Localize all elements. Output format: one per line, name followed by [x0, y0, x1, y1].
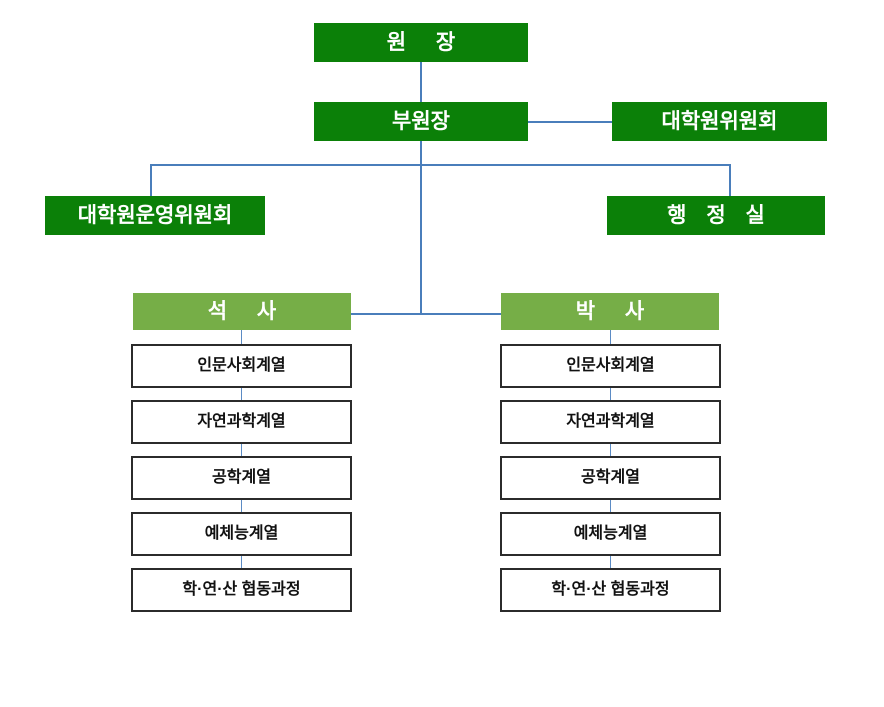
doctoral-program-box: 예체능계열: [500, 512, 721, 556]
doctoral-program-box: 자연과학계열: [500, 400, 721, 444]
connector-dean-to-vicedean: [420, 62, 422, 102]
doctoral-program-box: 인문사회계열: [500, 344, 721, 388]
node-masters: 석 사: [133, 293, 351, 330]
node-dean: 원 장: [314, 23, 528, 62]
masters-program-box: 자연과학계열: [131, 400, 352, 444]
node-doctoral: 박 사: [501, 293, 719, 330]
connector-vicedean-trunk: [420, 141, 422, 314]
connector-doctoral-program-4-5: [610, 556, 611, 568]
connector-bus-degrees: [351, 313, 501, 315]
masters-program-box: 예체능계열: [131, 512, 352, 556]
connector-bus-to-admin-office: [729, 164, 731, 196]
connector-masters-program-3-4: [241, 500, 242, 512]
connector-doctoral-program-3-4: [610, 500, 611, 512]
masters-program-box: 인문사회계열: [131, 344, 352, 388]
doctoral-program-box: 공학계열: [500, 456, 721, 500]
connector-masters-to-program-1: [241, 330, 242, 344]
node-graduate-committee: 대학원위원회: [612, 102, 827, 141]
masters-program-box: 공학계열: [131, 456, 352, 500]
node-vice-dean: 부원장: [314, 102, 528, 141]
masters-program-box: 학·연·산 협동과정: [131, 568, 352, 612]
connector-masters-program-4-5: [241, 556, 242, 568]
connector-masters-program-1-2: [241, 388, 242, 400]
connector-bus-committees: [150, 164, 731, 166]
connector-bus-to-operating-committee: [150, 164, 152, 196]
node-operating-committee: 대학원운영위원회: [45, 196, 265, 235]
connector-doctoral-program-1-2: [610, 388, 611, 400]
connector-vicedean-to-graduate-committee: [527, 121, 613, 123]
connector-doctoral-to-program-1: [610, 330, 611, 344]
connector-doctoral-program-2-3: [610, 444, 611, 456]
doctoral-program-box: 학·연·산 협동과정: [500, 568, 721, 612]
connector-masters-program-2-3: [241, 444, 242, 456]
node-admin-office: 행 정 실: [607, 196, 825, 235]
